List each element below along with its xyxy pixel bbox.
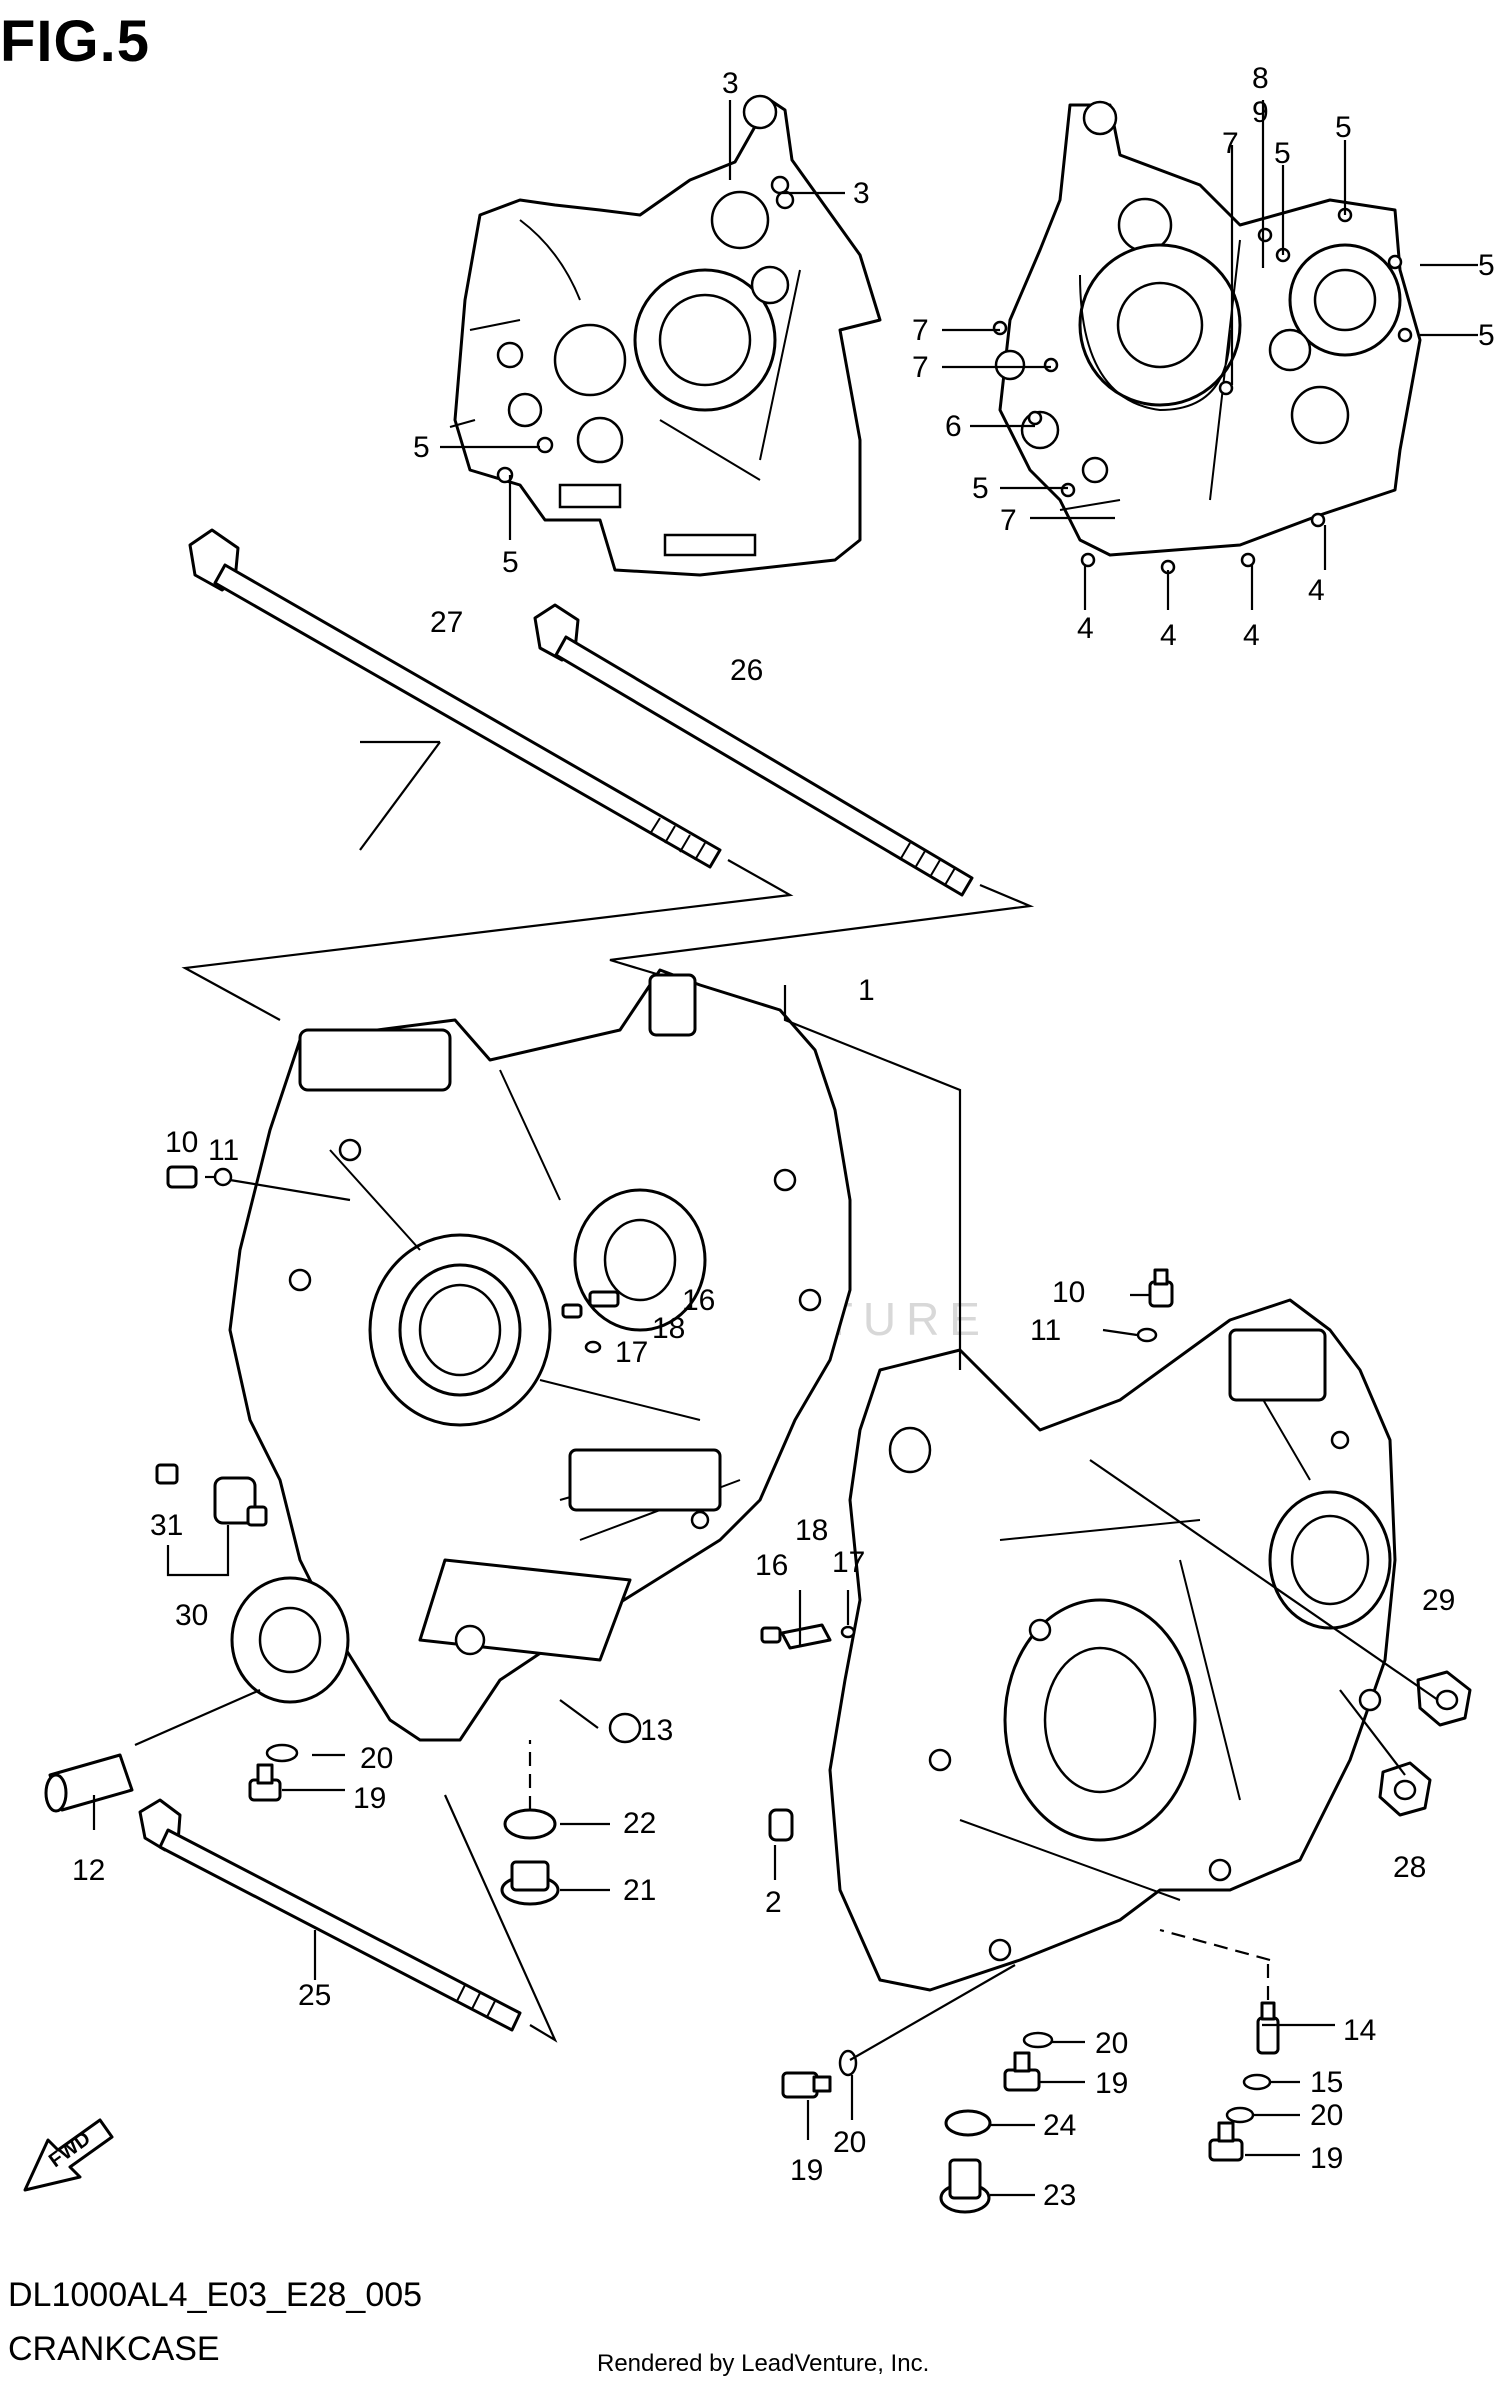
callout-26: 26 <box>730 654 763 687</box>
break-line-26 <box>609 883 1035 977</box>
callout-20a: 20 <box>360 1742 393 1775</box>
inset-left-case-half <box>453 94 882 577</box>
part-20-gasket-lower <box>838 2049 858 2077</box>
part-10-plug-left <box>166 1165 233 1189</box>
callout-15: 15 <box>1310 2066 1343 2099</box>
callout-18b: 18 <box>795 1514 828 1547</box>
callout-5a: 5 <box>413 431 430 464</box>
callout-5c: 5 <box>1274 137 1291 170</box>
part-14-sensor <box>1256 2001 1280 2055</box>
callout-4a: 4 <box>1308 574 1325 607</box>
callout-19c: 19 <box>1310 2142 1343 2175</box>
break-line-25 <box>443 1794 558 2043</box>
callout-16a: 16 <box>682 1284 715 1317</box>
callout-19a: 19 <box>353 1782 386 1815</box>
callout-7a: 7 <box>1222 127 1239 160</box>
callout-3b: 3 <box>853 177 870 210</box>
part-20-gasket-mid <box>1022 2031 1054 2049</box>
callout-14: 14 <box>1343 2014 1376 2047</box>
callout-17a: 17 <box>615 1336 648 1369</box>
part-19-bolt-mid <box>1003 2051 1041 2092</box>
callout-20b: 20 <box>1095 2027 1128 2060</box>
part-16-17-18-right <box>760 1623 856 1650</box>
forward-direction-badge: FWD <box>23 2118 114 2192</box>
callout-22: 22 <box>623 1807 656 1840</box>
callout-27: 27 <box>430 606 463 639</box>
long-bolt-27 <box>188 528 722 869</box>
callout-31: 31 <box>150 1509 183 1542</box>
render-credit: Rendered by LeadVenture, Inc. <box>597 2350 930 2377</box>
callout-4c: 4 <box>1160 619 1177 652</box>
callout-19d: 19 <box>790 2154 823 2187</box>
callout-17b: 17 <box>832 1546 865 1579</box>
part-11-washer-left <box>213 1167 233 1187</box>
part-2-dowel-pin <box>768 1808 794 1842</box>
part-19-bolt-left <box>248 1763 282 1802</box>
part-21-drain-plug <box>500 1860 560 1906</box>
callout-20c: 20 <box>1310 2099 1343 2132</box>
callout-3a: 3 <box>722 67 739 100</box>
callout-9: 9 <box>1252 96 1269 129</box>
callout-2: 2 <box>765 1886 782 1919</box>
long-bolt-25 <box>138 1798 522 2032</box>
model-code: DL1000AL4_E03_E28_005 <box>8 2276 423 2314</box>
callout-4d: 4 <box>1077 612 1094 645</box>
callout-10a: 10 <box>165 1126 198 1159</box>
callout-28: 28 <box>1393 1851 1426 1884</box>
callout-8: 8 <box>1252 62 1269 95</box>
main-right-case-half <box>828 1298 1397 1992</box>
main-left-case-half <box>228 968 852 1742</box>
callout-5b: 5 <box>502 546 519 579</box>
part-23-drain-plug <box>939 2158 991 2214</box>
callout-labels: 3 3 5 5 8 9 7 5 5 5 5 7 7 6 5 7 4 4 4 4 … <box>72 62 1495 2212</box>
callout-5g: 5 <box>972 472 989 505</box>
part-16-17-18-left <box>561 1290 620 1354</box>
callout-20d: 20 <box>833 2126 866 2159</box>
callout-1: 1 <box>858 974 875 1007</box>
break-line-27 <box>181 859 794 1021</box>
callout-7d: 7 <box>1000 504 1017 537</box>
callout-18a: 18 <box>652 1312 685 1345</box>
callout-24: 24 <box>1043 2109 1076 2142</box>
callout-12: 12 <box>72 1854 105 1887</box>
leader-lines <box>92 100 1478 2197</box>
part-19-bolt-lower <box>781 2071 832 2099</box>
callout-5e: 5 <box>1478 249 1495 282</box>
callout-10b: 10 <box>1052 1276 1085 1309</box>
callout-5d: 5 <box>1335 111 1352 144</box>
callout-13: 13 <box>640 1714 673 1747</box>
part-13-o-ring <box>608 1712 642 1744</box>
callout-11a: 11 <box>208 1134 239 1167</box>
part-30-31-switch <box>155 1463 268 1527</box>
long-bolt-26 <box>533 603 974 897</box>
part-20-gasket-left <box>265 1743 299 1763</box>
part-22-washer <box>503 1808 557 1840</box>
callout-7c: 7 <box>912 351 929 384</box>
part-15-gasket <box>1242 2073 1272 2091</box>
callout-30: 30 <box>175 1599 208 1632</box>
callout-11b: 11 <box>1030 1314 1061 1347</box>
section-title: CRANKCASE <box>8 2330 220 2368</box>
part-19-bolt-right-lower <box>1208 2121 1244 2162</box>
part-12-oil-filter-fitting <box>44 1753 134 1813</box>
callout-29: 29 <box>1422 1584 1455 1617</box>
part-24-washer <box>944 2109 992 2137</box>
callout-5f: 5 <box>1478 319 1495 352</box>
part-28-cap-nut <box>1378 1761 1432 1817</box>
part-29-cap-nut <box>1416 1670 1472 1727</box>
part-10-plug-right <box>1136 1268 1174 1343</box>
callout-7b: 7 <box>912 314 929 347</box>
callout-21: 21 <box>623 1874 656 1907</box>
part-20-gasket-right-lower <box>1225 2106 1255 2124</box>
callout-23: 23 <box>1043 2179 1076 2212</box>
callout-4b: 4 <box>1243 619 1260 652</box>
callout-25: 25 <box>298 1979 331 2012</box>
callout-16b: 16 <box>755 1549 788 1582</box>
figure-title: FIG.5 <box>0 9 151 74</box>
part-11-washer-right <box>1136 1327 1158 1343</box>
callout-19b: 19 <box>1095 2067 1128 2100</box>
inset-right-case-half <box>992 100 1422 575</box>
callout-6: 6 <box>945 410 962 443</box>
